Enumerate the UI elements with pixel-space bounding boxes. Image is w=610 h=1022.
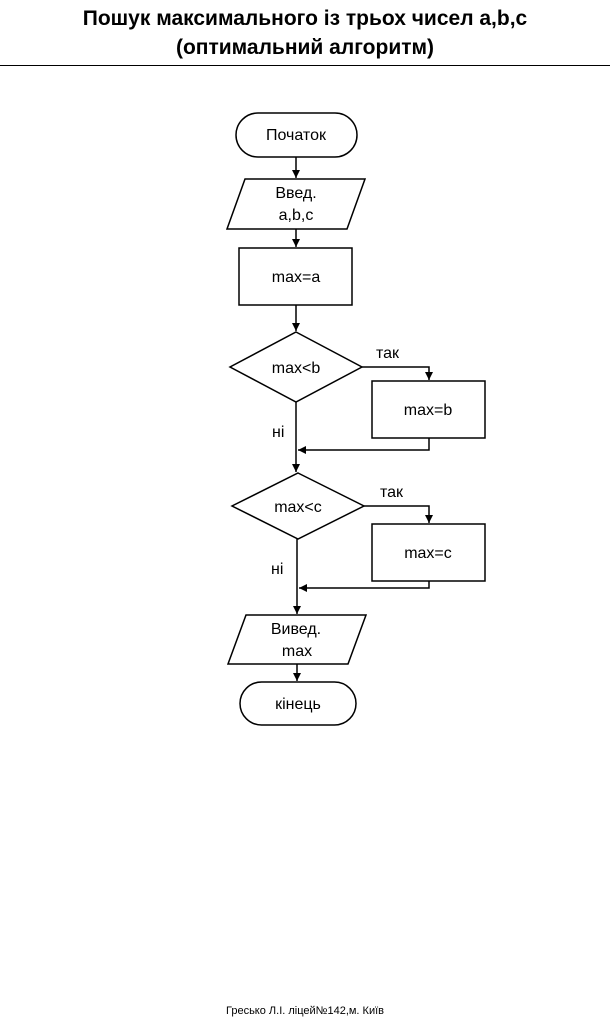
decision-c-label: max<c: [274, 499, 322, 516]
input-label-line-1: Введ.: [275, 185, 316, 202]
assign-b-block: max=b: [371, 380, 486, 439]
assign-a-block: max=a: [238, 247, 353, 306]
start-terminator: Початок: [235, 112, 358, 158]
output-label-line-1: Вивед.: [271, 621, 321, 638]
input-label-line-2: a,b,c: [279, 207, 314, 224]
output-label-line-2: max: [282, 643, 312, 660]
title-line-1: Пошук максимального із трьох чисел a,b,c: [82, 7, 528, 30]
decision-b-label: max<b: [272, 360, 321, 377]
assign-c-label: max=c: [404, 545, 452, 562]
end-terminator: кінець: [239, 681, 357, 726]
assign-a-label: max=a: [272, 269, 321, 286]
end-label: кінець: [275, 696, 321, 713]
start-label: Початок: [266, 127, 327, 144]
no-b-label: ні: [272, 424, 284, 441]
assign-b-label: max=b: [404, 402, 453, 419]
connector-yes-c: [364, 505, 433, 523]
page-title: Пошук максимального із трьох чисел a,b,c…: [0, 4, 610, 62]
decision-b: max<b: [228, 331, 364, 403]
input-block: Введ. a,b,c: [225, 178, 367, 230]
footer-credit: Гресько Л.І. ліцей№142,м. Київ: [226, 1005, 384, 1017]
title-divider: [0, 65, 610, 66]
connector-yes-b: [362, 366, 433, 380]
no-c-label: ні: [271, 561, 283, 578]
yes-c-label: так: [380, 484, 404, 501]
decision-c: max<c: [230, 472, 366, 540]
assign-c-block: max=c: [371, 523, 486, 582]
title-line-2: (оптимальний алгоритм): [175, 36, 435, 59]
connector-return-c: [299, 581, 430, 592]
connector-return-b: [298, 438, 430, 454]
output-block: Вивед. max: [226, 614, 368, 665]
yes-b-label: так: [376, 345, 400, 362]
